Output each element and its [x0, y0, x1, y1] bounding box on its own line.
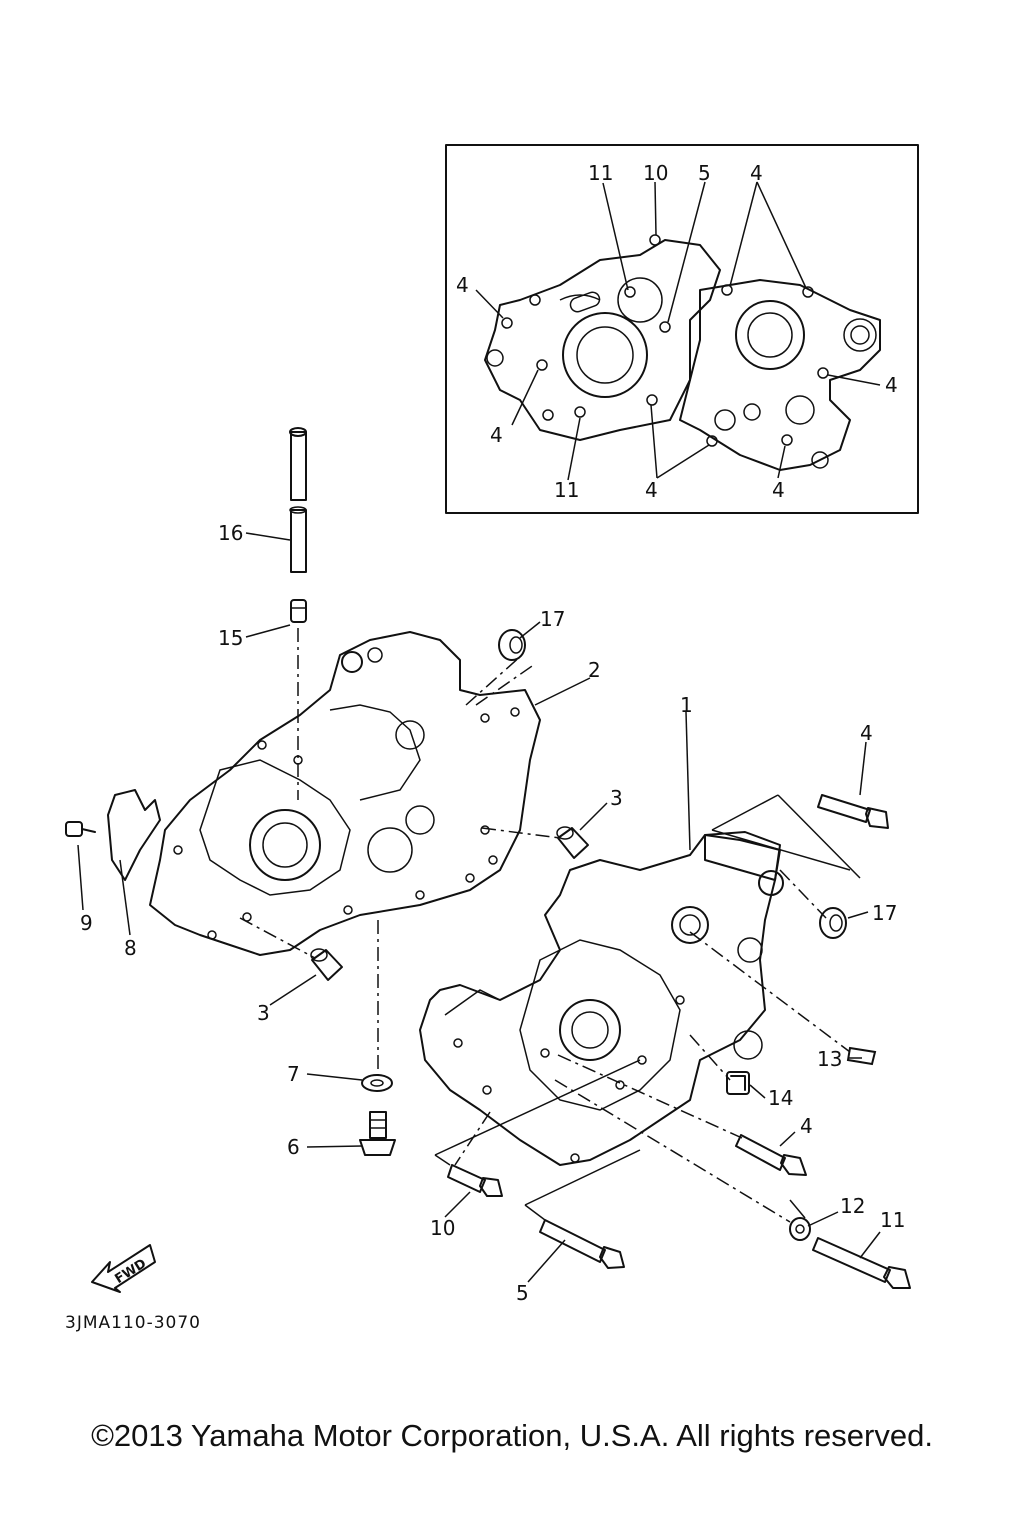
inset-callout-4-left: 4	[456, 273, 469, 297]
callout-8: 8	[124, 936, 137, 960]
washer-part-7	[361, 1074, 393, 1092]
main-exploded-view: 16 15 17 2 1 4 3 9 8 3 17 7 13 14 6 4 10…	[65, 427, 911, 1305]
right-crankcase-part-1	[419, 831, 784, 1166]
bolt-part-4-lower	[735, 1134, 807, 1176]
inset-callout-5: 5	[698, 161, 711, 185]
inset-callout-4-top: 4	[750, 161, 763, 185]
callout-5: 5	[516, 1281, 529, 1305]
callout-10: 10	[430, 1216, 455, 1240]
bolt-part-4-upper	[817, 794, 889, 829]
copyright-notice: ©2013 Yamaha Motor Corporation, U.S.A. A…	[91, 1418, 933, 1453]
plate-part-8	[107, 789, 161, 881]
dowel-part-3-upper	[556, 826, 589, 859]
dowel-part-3-lower	[310, 948, 343, 981]
part-14-plug	[726, 1071, 750, 1095]
callout-16: 16	[218, 521, 243, 545]
inset-detail-view: 11 10 5 4 4 4 4 11 4 4	[445, 144, 919, 514]
drain-bolt-part-6	[359, 1111, 396, 1156]
inset-callout-4-bottom-right: 4	[772, 478, 785, 502]
washer-part-12	[789, 1217, 811, 1241]
part-13-clip	[846, 1046, 877, 1066]
callout-3-upper: 3	[610, 786, 623, 810]
seal-part-17-lower	[819, 907, 847, 939]
inset-callout-4-right: 4	[885, 373, 898, 397]
callout-12: 12	[840, 1194, 865, 1218]
callout-17-lower: 17	[872, 901, 897, 925]
inset-callout-10: 10	[643, 161, 668, 185]
seal-part-17-upper	[498, 629, 526, 661]
fwd-label: FWD	[112, 1256, 149, 1287]
callout-4-upper: 4	[860, 721, 873, 745]
diagram-code: 3JMA110-3070	[65, 1313, 201, 1333]
callout-3-lower: 3	[257, 1001, 270, 1025]
callout-13: 13	[817, 1047, 842, 1071]
inset-callout-4-bottom-mid: 4	[645, 478, 658, 502]
callout-6: 6	[287, 1135, 300, 1159]
callout-11: 11	[880, 1208, 905, 1232]
callout-4-lower: 4	[800, 1114, 813, 1138]
fwd-arrow-icon: FWD	[91, 1244, 156, 1293]
inset-callout-4-lower-left: 4	[490, 423, 503, 447]
screw-part-9	[65, 821, 96, 837]
pipe-part-16	[289, 427, 307, 573]
callout-1: 1	[680, 693, 693, 717]
bolt-part-11	[812, 1237, 911, 1289]
callout-2: 2	[588, 658, 601, 682]
callout-7: 7	[287, 1062, 300, 1086]
bolt-part-5	[539, 1219, 625, 1269]
bolt-part-10	[447, 1164, 503, 1197]
nipple-part-15	[290, 599, 307, 623]
callout-14: 14	[768, 1086, 793, 1110]
callout-9: 9	[80, 911, 93, 935]
left-crankcase-part-2	[149, 631, 541, 956]
inset-callout-11-top: 11	[588, 161, 613, 185]
callout-17-upper: 17	[540, 607, 565, 631]
inset-callout-11-bottom: 11	[554, 478, 579, 502]
callout-15: 15	[218, 626, 243, 650]
